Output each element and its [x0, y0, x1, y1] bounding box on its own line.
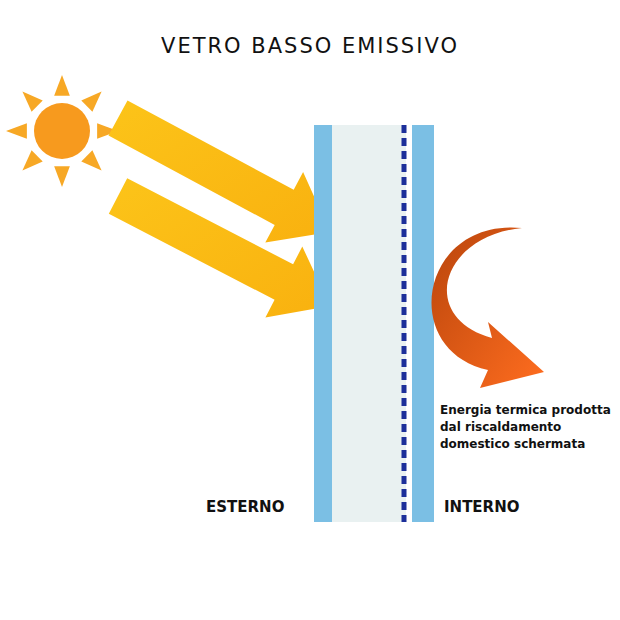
sun-ray — [22, 91, 42, 111]
solar-arrow — [109, 178, 330, 317]
sun-ray — [81, 150, 101, 170]
sun-icon — [6, 75, 118, 187]
air-gap — [332, 125, 406, 522]
side-label: INTERNO — [444, 498, 554, 516]
note-label: Energia termica prodotta dal riscaldamen… — [440, 402, 616, 452]
sun-ray — [81, 91, 101, 111]
heat-arrow — [431, 227, 544, 388]
sun-ray — [6, 123, 27, 139]
outer-pane — [314, 125, 332, 522]
sun-disc — [34, 103, 90, 159]
inner-pane — [412, 125, 434, 522]
low-e-coating — [402, 125, 407, 522]
solar-arrows — [109, 100, 331, 317]
sun-ray — [54, 75, 70, 96]
sun-ray — [22, 150, 42, 170]
side-label: ESTERNO — [206, 498, 310, 516]
sun-ray — [54, 166, 70, 187]
title: VETRO BASSO EMISSIVO — [0, 34, 620, 58]
